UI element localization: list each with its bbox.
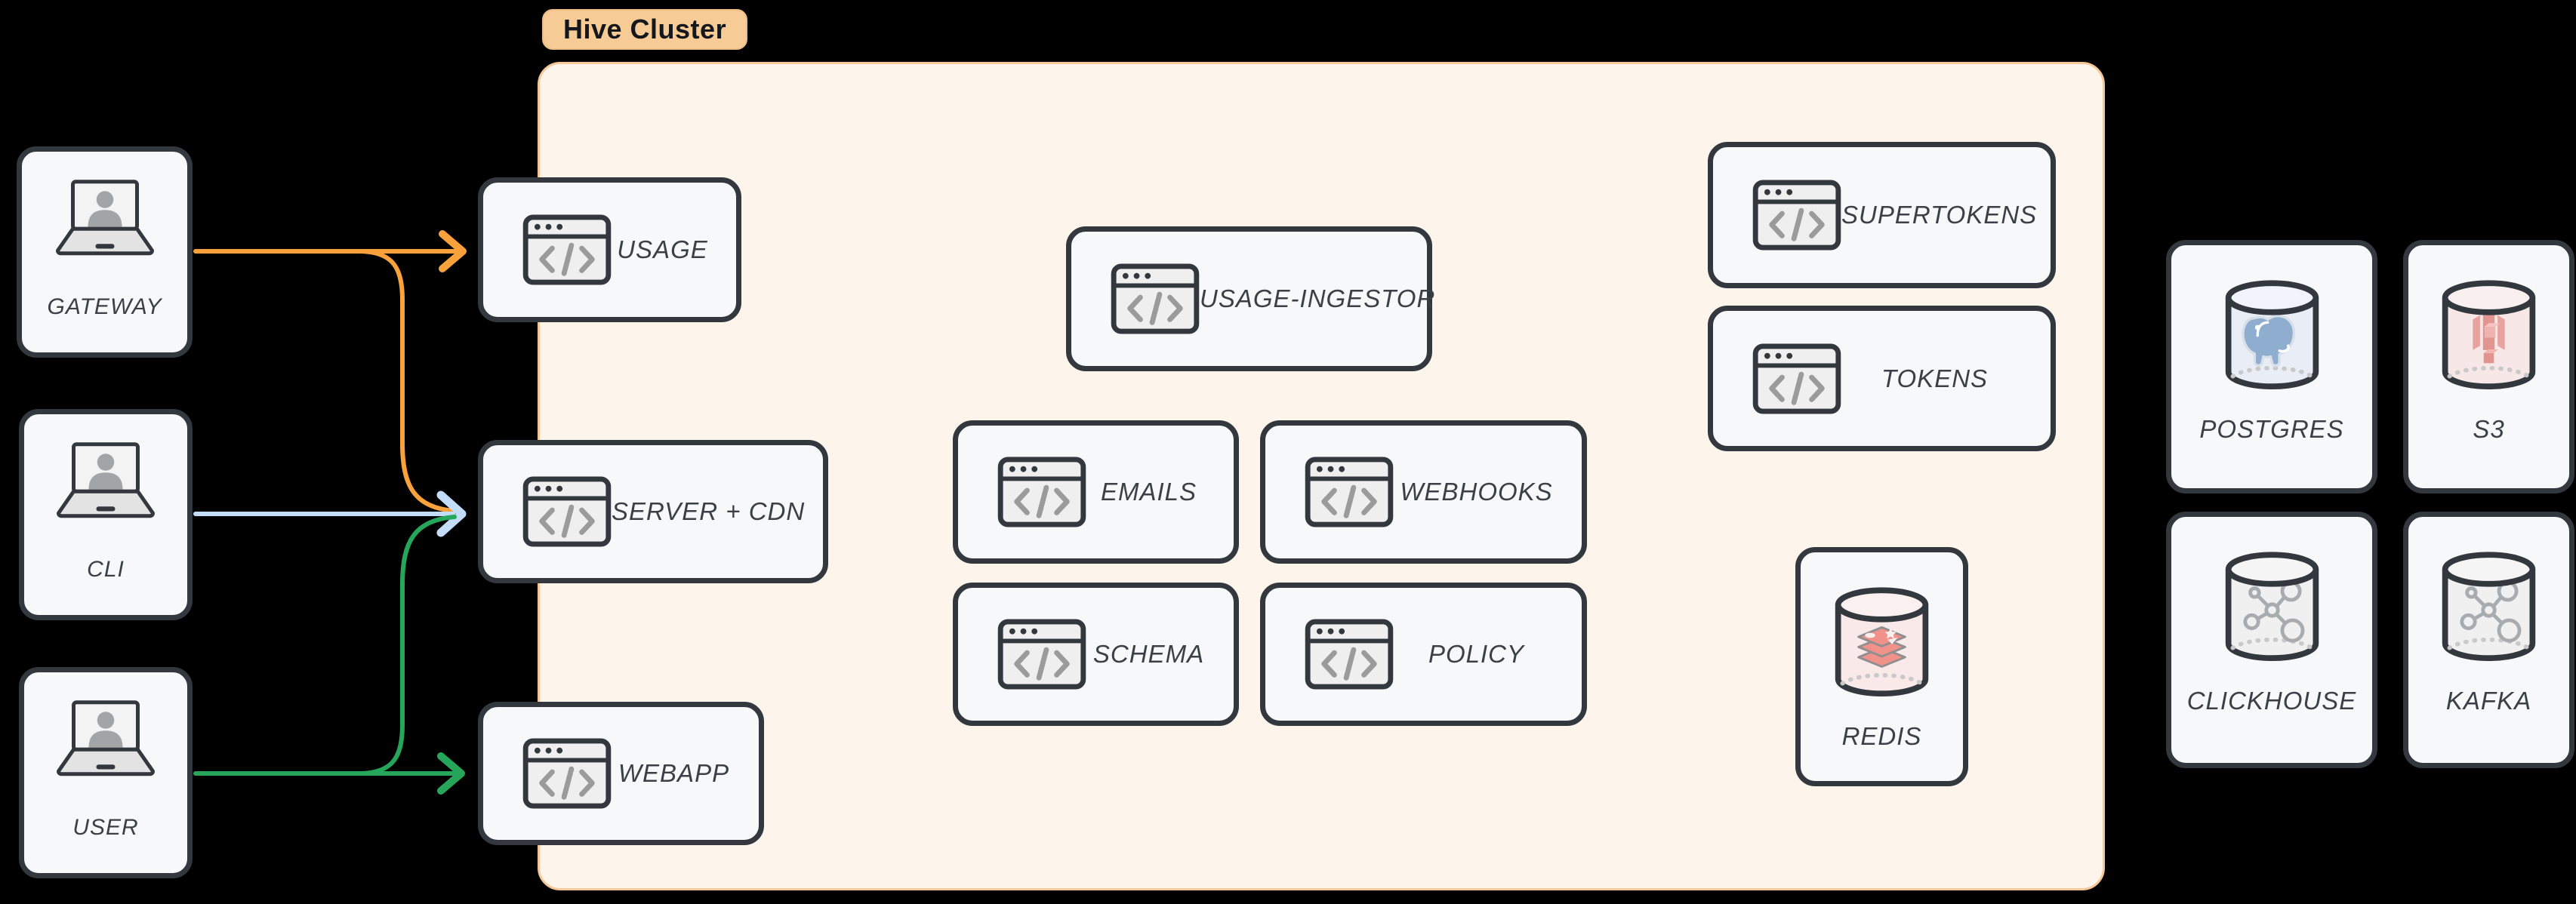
node-server-cdn[interactable]: SERVER + CDN [478,440,828,583]
code-window-icon [1305,457,1394,527]
node-label: WEBHOOKS [1400,478,1553,506]
node-label: KAFKA [2445,687,2532,715]
node-label: WEBAPP [618,759,730,787]
node-policy[interactable]: POLICY [1260,583,1587,726]
node-label: CLI [87,557,125,582]
node-label: POSTGRES [2199,415,2344,443]
node-emails[interactable]: EMAILS [953,420,1239,564]
node-kafka[interactable]: KAFKA [2403,512,2574,768]
molecule-db-icon [2438,552,2540,669]
molecule-db-icon [2221,552,2323,669]
node-label: SUPERTOKENS [1841,201,2038,229]
code-window-icon [1305,619,1394,690]
node-clickhouse[interactable]: CLICKHOUSE [2166,512,2377,768]
node-webhooks[interactable]: WEBHOOKS [1260,420,1587,564]
arrowhead-webapp [437,752,465,795]
node-label: SERVER + CDN [612,497,806,525]
node-s3[interactable]: S3 [2403,240,2574,494]
code-window-icon [522,738,612,809]
edge-user-server [359,515,457,776]
code-window-icon [1752,343,1841,414]
laptop-user-icon [49,441,162,521]
redis-db-icon [1831,587,1933,704]
node-label: TOKENS [1881,364,1989,392]
node-redis[interactable]: REDIS [1795,547,1968,786]
node-label: CLICKHOUSE [2186,687,2357,715]
hive-cluster-badge: Hive Cluster [542,9,748,50]
node-postgres[interactable]: POSTGRES [2166,240,2377,494]
node-label: SCHEMA [1092,640,1205,668]
node-label: USER [72,815,139,840]
node-usage[interactable]: USAGE [478,177,741,322]
edge-gateway-server [359,249,457,513]
code-window-icon [522,214,612,285]
laptop-user-icon [48,179,162,258]
node-label: GATEWAY [47,294,162,319]
node-tokens[interactable]: TOKENS [1708,306,2056,451]
node-webapp[interactable]: WEBAPP [478,702,764,845]
node-gateway[interactable]: GATEWAY [17,146,193,358]
node-label: USAGE [617,235,708,263]
node-label: S3 [2473,415,2505,443]
hive-cluster-label: Hive Cluster [563,14,727,45]
node-label: USAGE-INGESTOR [1200,284,1436,312]
node-user[interactable]: USER [19,667,193,878]
node-supertokens[interactable]: SUPERTOKENS [1708,142,2056,288]
code-window-icon [997,619,1086,690]
code-window-icon [1111,263,1200,334]
code-window-icon [522,476,612,547]
code-window-icon [997,457,1086,527]
code-window-icon [1752,180,1841,251]
node-label: POLICY [1428,640,1525,668]
node-label: REDIS [1841,722,1922,750]
node-cli[interactable]: CLI [19,409,193,620]
arrowhead-usage [439,230,467,272]
node-usage-ingestor[interactable]: USAGE-INGESTOR [1066,226,1436,371]
laptop-user-icon [49,700,162,779]
node-schema[interactable]: SCHEMA [953,583,1239,726]
node-label: EMAILS [1100,478,1197,506]
postgres-db-icon [2221,280,2323,397]
arrowhead-server [436,490,467,537]
s3-db-icon [2438,280,2540,397]
